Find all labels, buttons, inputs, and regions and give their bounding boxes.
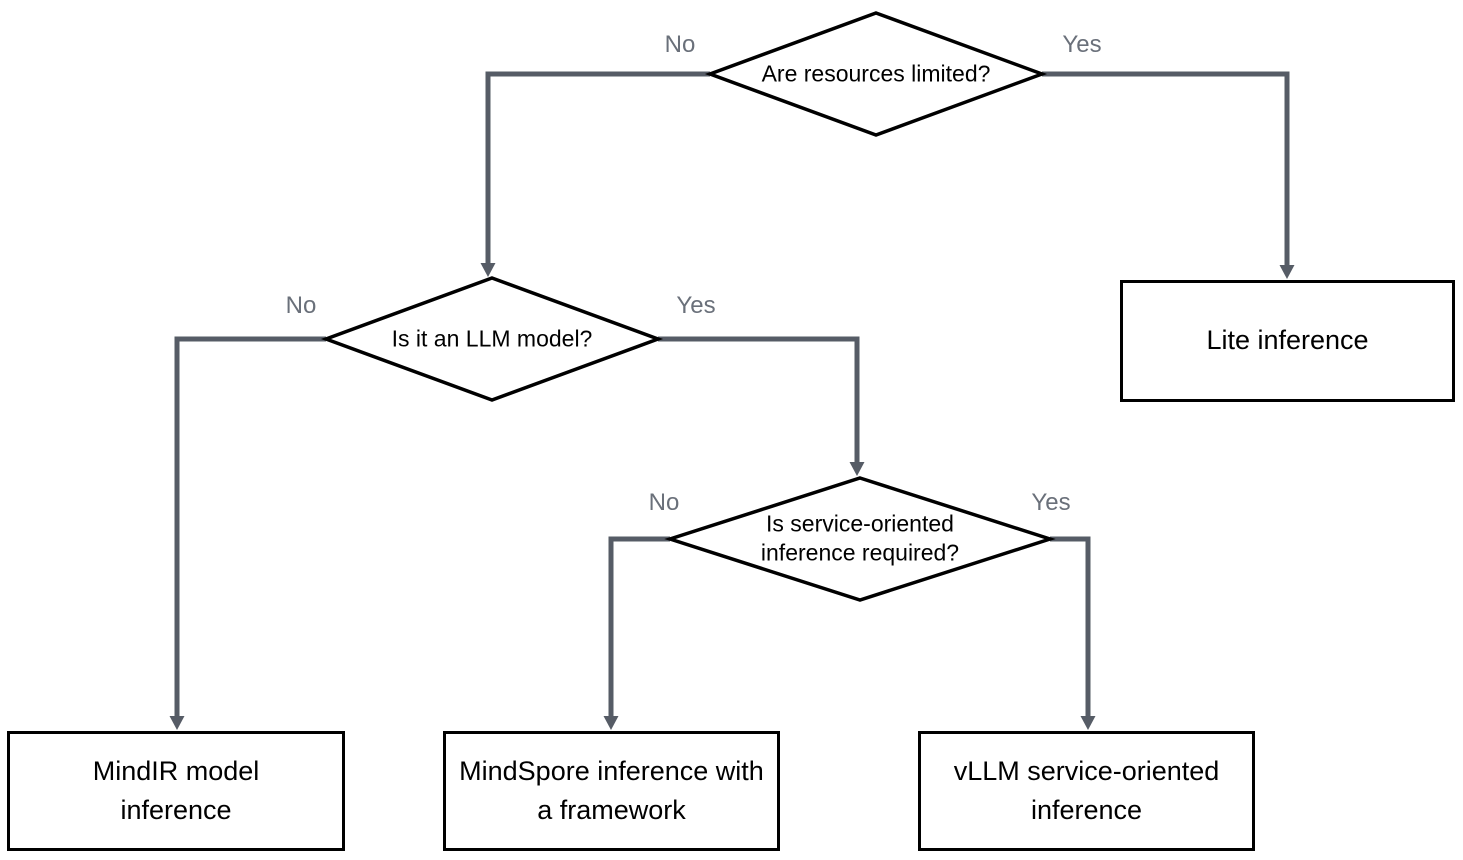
edge-service-no (608, 536, 670, 717)
arrowhead-into-vllm-box (1080, 716, 1096, 730)
outcome-box-mindspore-framework-inference: MindSpore inference with a framework (443, 731, 780, 851)
outcome-label-vllm-service-oriented-inference: vLLM service-oriented inference (953, 755, 1220, 825)
decision-diamond-service (664, 476, 1056, 602)
arrowhead-into-service-diamond (849, 462, 865, 476)
edge-label-llm-no: No (285, 292, 317, 319)
arrowhead-into-mindspore-box (603, 716, 619, 730)
edge-llm-no (174, 336, 326, 717)
outcome-box-vllm-service-oriented-inference: vLLM service-oriented inference (918, 731, 1255, 851)
decision-diamond-resources (704, 11, 1048, 137)
edge-label-service-yes: Yes (1031, 489, 1071, 516)
edge-label-resources-no: No (664, 31, 696, 58)
arrowhead-into-lite-box (1279, 265, 1295, 279)
outcome-label-mindir-model-inference: MindIR model inference (92, 755, 260, 825)
outcome-label-mindspore-framework-inference: MindSpore inference with a framework (459, 755, 764, 825)
edge-service-yes (1050, 536, 1091, 717)
outcome-box-lite-inference: Lite inference (1120, 280, 1455, 402)
edge-label-llm-yes: Yes (676, 292, 716, 319)
edge-label-resources-yes: Yes (1062, 31, 1102, 58)
edge-resources-yes (1042, 71, 1290, 266)
edge-label-service-no: No (648, 489, 680, 516)
arrowhead-into-llm-diamond (480, 263, 496, 277)
outcome-label-lite-inference: Lite inference (1206, 325, 1369, 356)
edge-resources-no (485, 71, 710, 264)
arrowhead-into-mindir-box (169, 716, 185, 730)
decision-diamond-llm (320, 276, 664, 402)
outcome-box-mindir-model-inference: MindIR model inference (7, 731, 345, 851)
edge-llm-yes (658, 336, 860, 463)
